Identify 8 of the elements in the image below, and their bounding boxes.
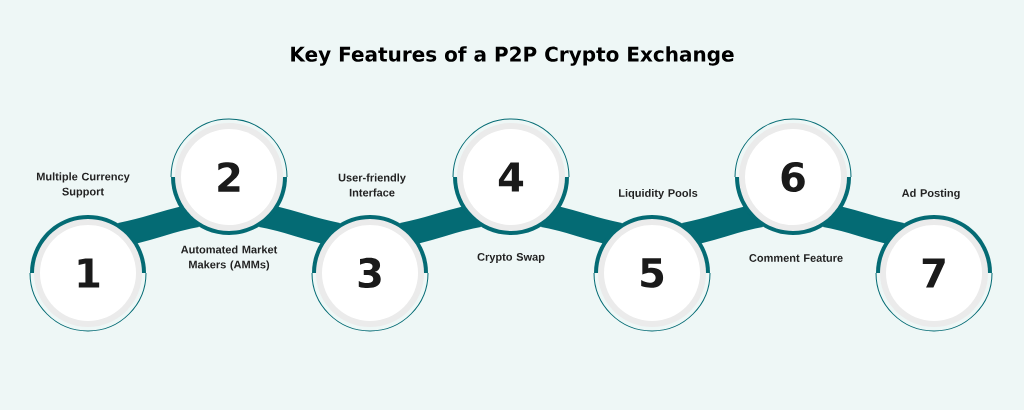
title: Key Features of a P2P Crypto Exchange: [291, 46, 734, 66]
feature-label: Ad Posting: [901, 188, 960, 200]
feature-label: Automated Market Makers (AMMs): [181, 245, 278, 271]
feature-label: Comment Feature: [749, 254, 843, 262]
feature-label: Crypto Swap: [477, 253, 545, 263]
feature-label: Liquidity Pools: [619, 188, 698, 200]
feature-label: User-friendly Interface: [338, 173, 406, 197]
feature-label: Multiple Currency Support: [37, 172, 130, 198]
